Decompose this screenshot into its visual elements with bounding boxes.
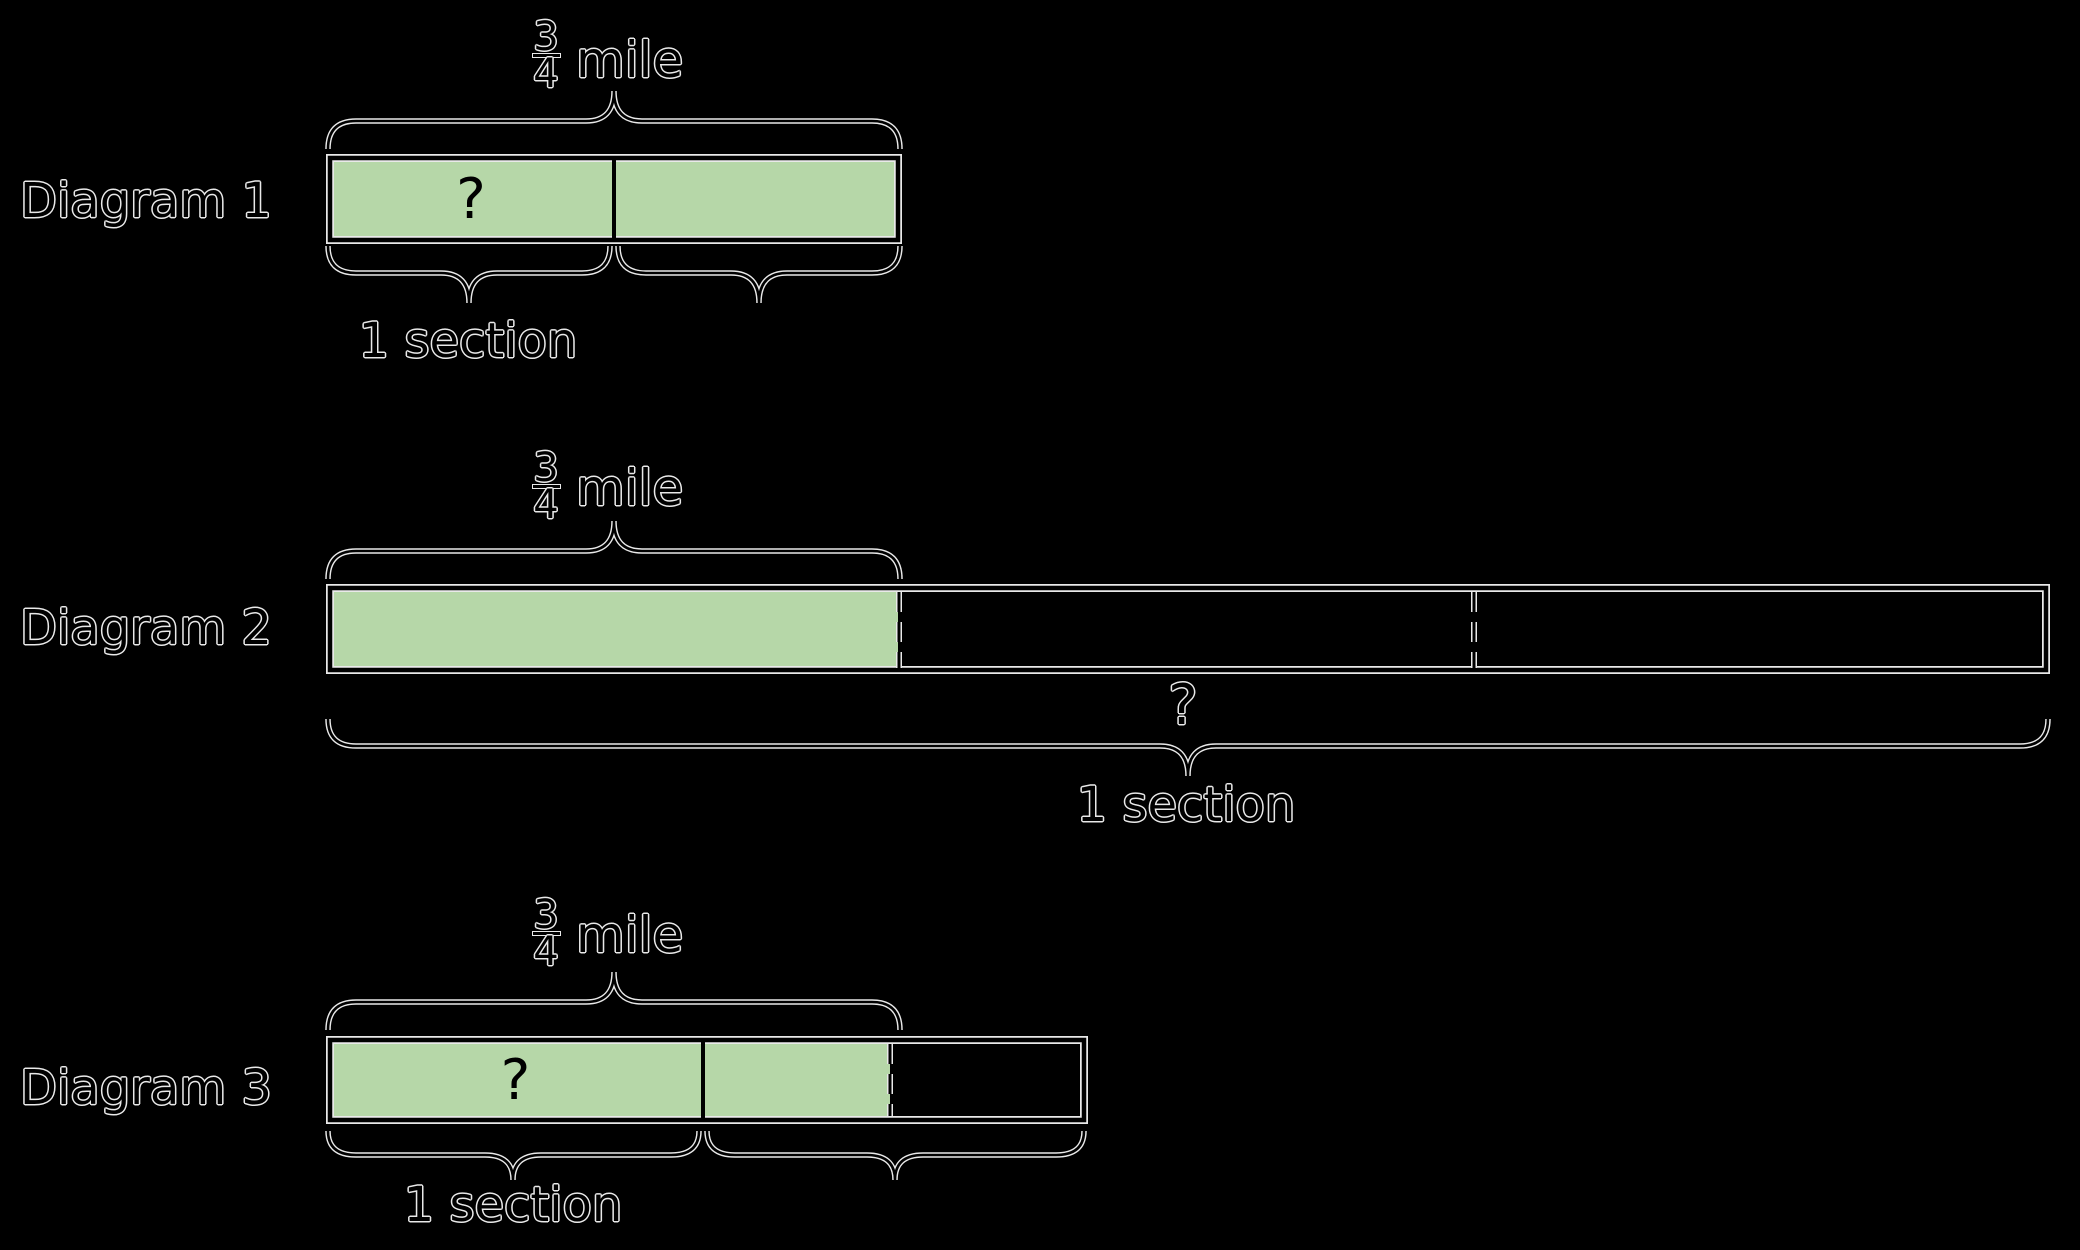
diagram2-bar-shaded-section [332, 590, 898, 668]
diagram2-fraction-denominator: 4 [533, 482, 559, 528]
diagram2-fraction-numerator: 3 [533, 445, 559, 491]
diagram3-bottom-left-brace-core [326, 1130, 701, 1181]
diagram3-unit-label: mile [576, 906, 684, 964]
diagram3-fraction-numerator: 3 [533, 892, 559, 938]
diagram1-question-mark: ? [456, 166, 486, 232]
diagram1-section-label: 1 section [358, 313, 578, 369]
diagram2-fraction: 3 4 [529, 445, 563, 528]
diagram1-fraction-numerator: 3 [533, 14, 559, 60]
diagram2-unit-label: mile [576, 459, 684, 517]
diagram2-bottom-brace-core [326, 718, 2050, 777]
diagram1-bottom-left-brace-core [326, 245, 612, 304]
diagram1-top-brace-core [326, 90, 902, 150]
diagram1-fraction: 3 4 [529, 14, 563, 97]
diagram1-fraction-bar [531, 53, 561, 58]
diagram1-bottom-right-brace-core [616, 245, 902, 304]
diagram1-label: Diagram 1 [20, 173, 272, 229]
diagram3-bar-shaded-section [332, 1042, 890, 1118]
diagram2-shapes [325, 520, 2051, 777]
diagram1-fraction-denominator: 4 [533, 51, 559, 97]
diagram3-fraction-denominator: 4 [533, 929, 559, 975]
diagram2-bar-border [327, 585, 2049, 673]
diagram3-bottom-right-brace-core [705, 1130, 1086, 1181]
diagram2-fraction-bar [531, 484, 561, 489]
diagram1-unit-label: mile [576, 31, 684, 89]
diagram2-question-mark: ? [1168, 673, 1198, 738]
diagram2-section-label: 1 section [1076, 777, 1296, 833]
diagram3-label: Diagram 3 [20, 1060, 272, 1116]
diagram2-label: Diagram 2 [20, 600, 272, 656]
diagram3-fraction-bar [531, 931, 561, 936]
diagram3-fraction: 3 4 [529, 892, 563, 975]
diagram3-shapes [325, 971, 1088, 1181]
diagram1-shapes [325, 90, 903, 304]
diagram3-section-label: 1 section [403, 1177, 623, 1233]
diagram2-top-brace-core [326, 520, 902, 580]
diagram3-question-mark: ? [500, 1047, 531, 1113]
diagram3-bar-border [327, 1037, 1087, 1123]
diagram3-top-brace-core [326, 971, 902, 1031]
